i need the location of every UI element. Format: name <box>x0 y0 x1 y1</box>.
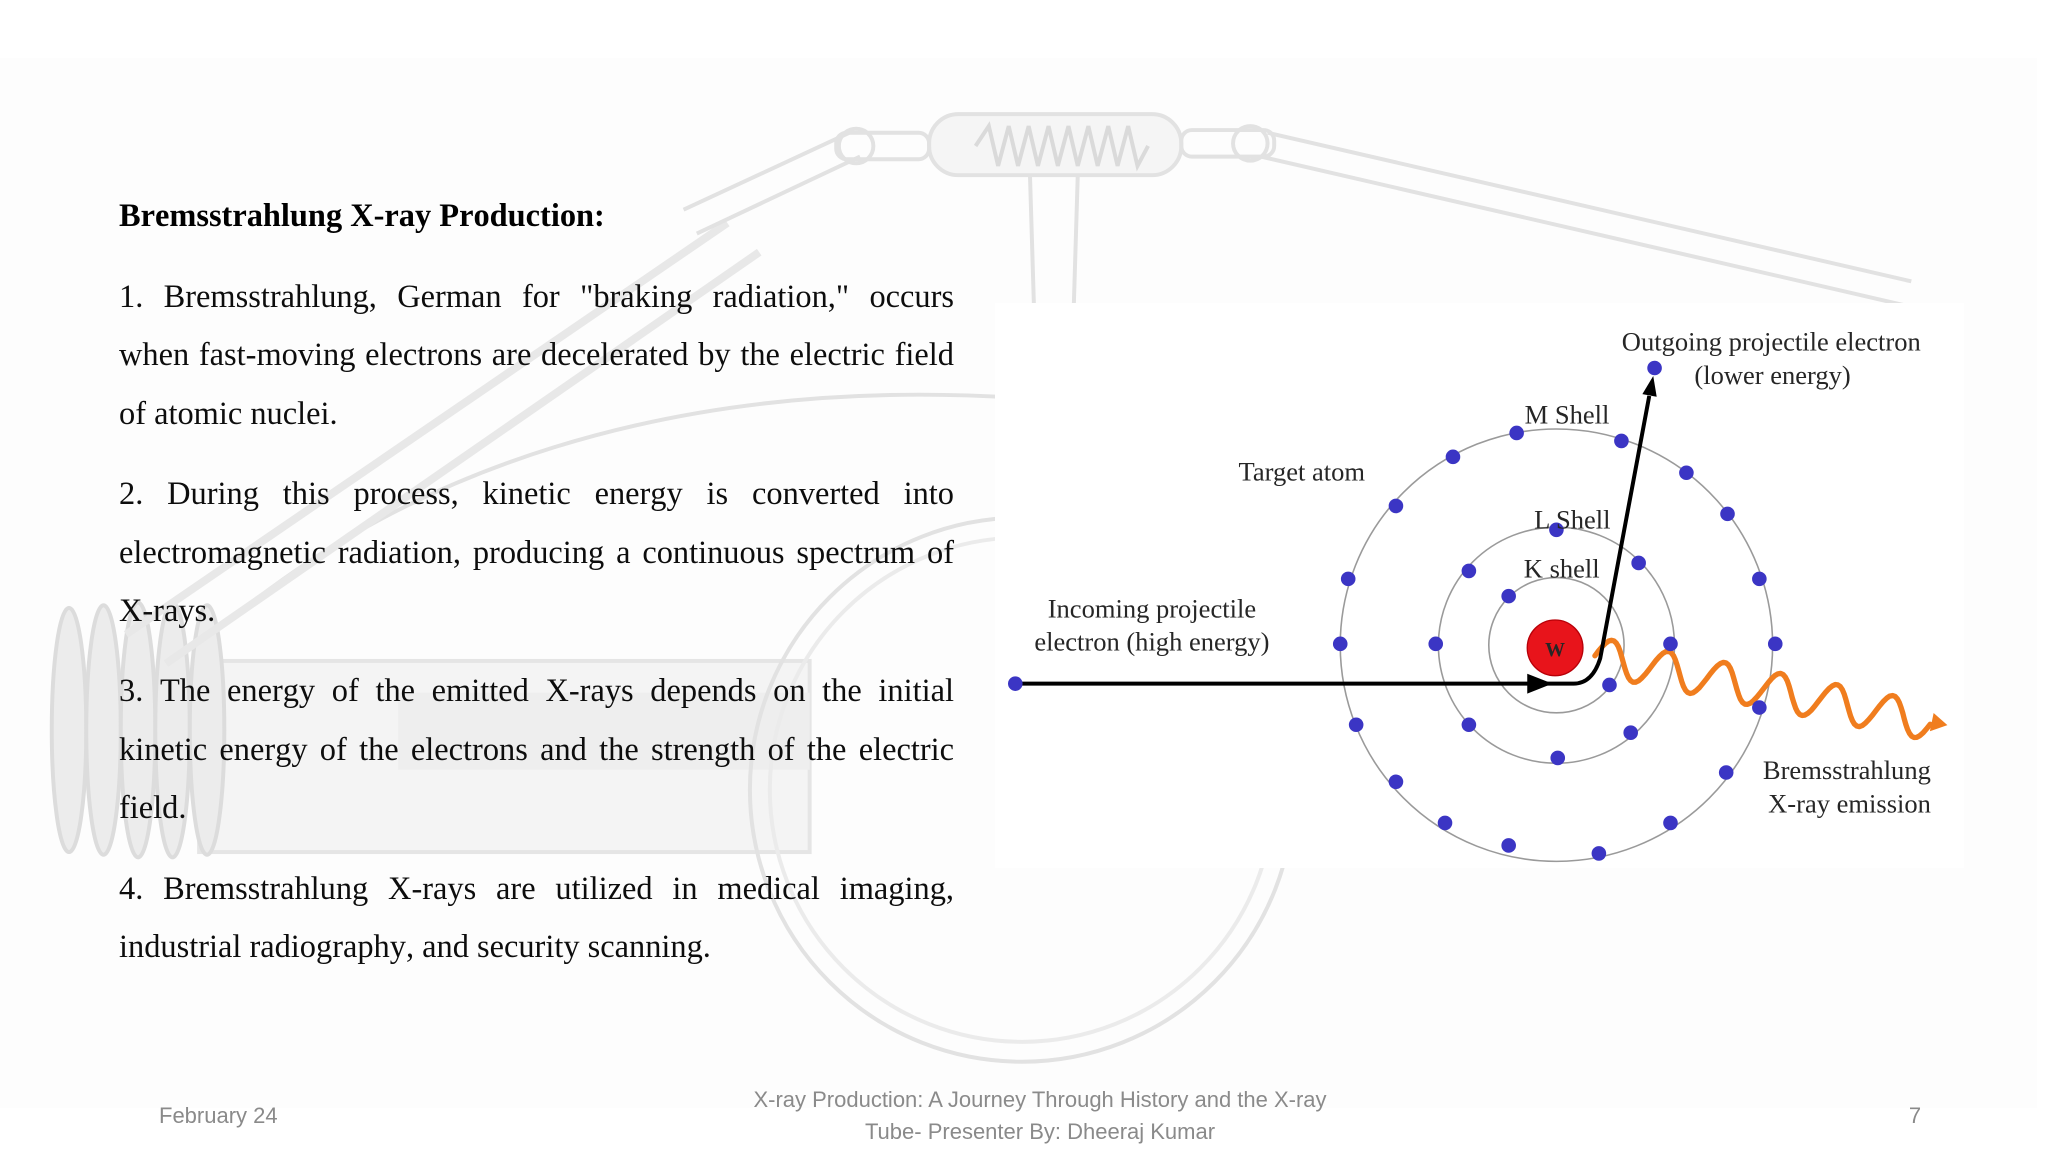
m-shell-electron <box>1591 846 1607 861</box>
atom-diagram: W Outgoing projectile electron (lower en… <box>1008 327 1948 863</box>
m-shell-electron <box>1332 636 1348 652</box>
outgoing-label-line1: Outgoing projectile electron <box>1622 327 1921 357</box>
watermark-support-arm <box>123 219 762 667</box>
m-shell-electron <box>1437 815 1453 831</box>
l-shell-electron <box>1663 636 1678 652</box>
watermark-cathode-ribs <box>49 600 227 860</box>
paragraph-2: 2. During this process, kinetic energy i… <box>119 476 954 630</box>
watermark-filament-coil <box>973 121 1150 172</box>
incoming-label-line2: electron (high energy) <box>1034 626 1269 656</box>
watermark-filament-housing <box>927 112 1184 178</box>
emission-label-line2: X-ray emission <box>1768 788 1931 818</box>
l-shell-label: L Shell <box>1534 504 1610 534</box>
paragraph-1: 1. Bremsstrahlung, German for "braking r… <box>119 279 954 432</box>
watermark-right-connector <box>1179 128 1277 159</box>
l-shell-electron <box>1550 750 1566 766</box>
paragraph-4: 4. Bremsstrahlung X-rays are utilized in… <box>119 870 954 966</box>
l-shell-electron <box>1461 717 1477 733</box>
xray-emission-arrowhead <box>1929 712 1948 732</box>
nucleus-label: W <box>1545 639 1565 661</box>
incoming-label-line1: Incoming projectile <box>1048 593 1256 623</box>
watermark-left-knob <box>836 126 876 166</box>
l-shell-electron <box>1631 555 1646 571</box>
watermark-left-rod <box>682 130 861 236</box>
m-shell-electron <box>1445 449 1461 465</box>
m-shell-electron <box>1340 571 1356 587</box>
watermark-right-knob <box>1231 124 1270 163</box>
emission-label-line1: Bremsstrahlung <box>1763 755 1931 785</box>
m-shell-electron <box>1720 506 1735 522</box>
k-shell-label: K shell <box>1524 554 1600 584</box>
paragraph-3: 3. The energy of the emitted X-rays depe… <box>119 673 954 827</box>
watermark-right-rod <box>1260 130 1912 308</box>
slide-body: 1. Bremsstrahlung, German for "braking r… <box>119 268 954 998</box>
k-shell-electron <box>1501 588 1516 604</box>
k-shell-orbit <box>1487 576 1625 714</box>
m-shell-electron <box>1388 498 1404 514</box>
m-shell-electron <box>1767 636 1783 652</box>
m-shell-electron <box>1718 765 1734 780</box>
electron-track <box>1015 395 1652 686</box>
l-shell-electron <box>1623 725 1638 741</box>
footer-date: February 24 <box>159 1103 278 1128</box>
target-atom-label: Target atom <box>1239 457 1366 487</box>
m-shell-electron <box>1663 815 1678 831</box>
m-shell-electron <box>1752 700 1767 715</box>
l-shell-electron <box>1461 563 1477 579</box>
nucleus <box>1526 619 1584 677</box>
m-shell-electron <box>1501 838 1516 853</box>
watermark-left-connector <box>834 130 932 162</box>
slide-title: Bremsstrahlung X-ray Production: <box>119 198 605 234</box>
m-shell-electron <box>1388 774 1404 790</box>
m-shell-electron <box>1679 465 1694 481</box>
outgoing-electron <box>1647 360 1662 376</box>
incoming-arrowhead <box>1527 673 1553 694</box>
watermark-cathode-core <box>398 692 810 770</box>
footer-presentation-title: X-ray Production: A Journey Through Hist… <box>753 1087 1327 1144</box>
electron-dots <box>1008 360 1783 861</box>
m-shell-electron <box>1752 571 1767 587</box>
incoming-electron <box>1008 676 1023 691</box>
k-shell-electron <box>1602 677 1617 693</box>
m-shell-electron <box>1509 425 1524 441</box>
outgoing-label-line2: (lower energy) <box>1694 360 1850 390</box>
outgoing-arrowhead <box>1642 375 1657 397</box>
m-shell-label: M Shell <box>1525 400 1610 430</box>
m-shell-electron <box>1614 433 1629 449</box>
xray-emission-wave <box>1592 637 1933 741</box>
footer-page-number: 7 <box>1908 1103 1922 1128</box>
bremsstrahlung-diagram: W Outgoing projectile electron (lower en… <box>995 303 1964 868</box>
m-shell-electron <box>1348 717 1364 733</box>
l-shell-electron <box>1549 522 1564 538</box>
l-shell-electron <box>1428 636 1444 652</box>
